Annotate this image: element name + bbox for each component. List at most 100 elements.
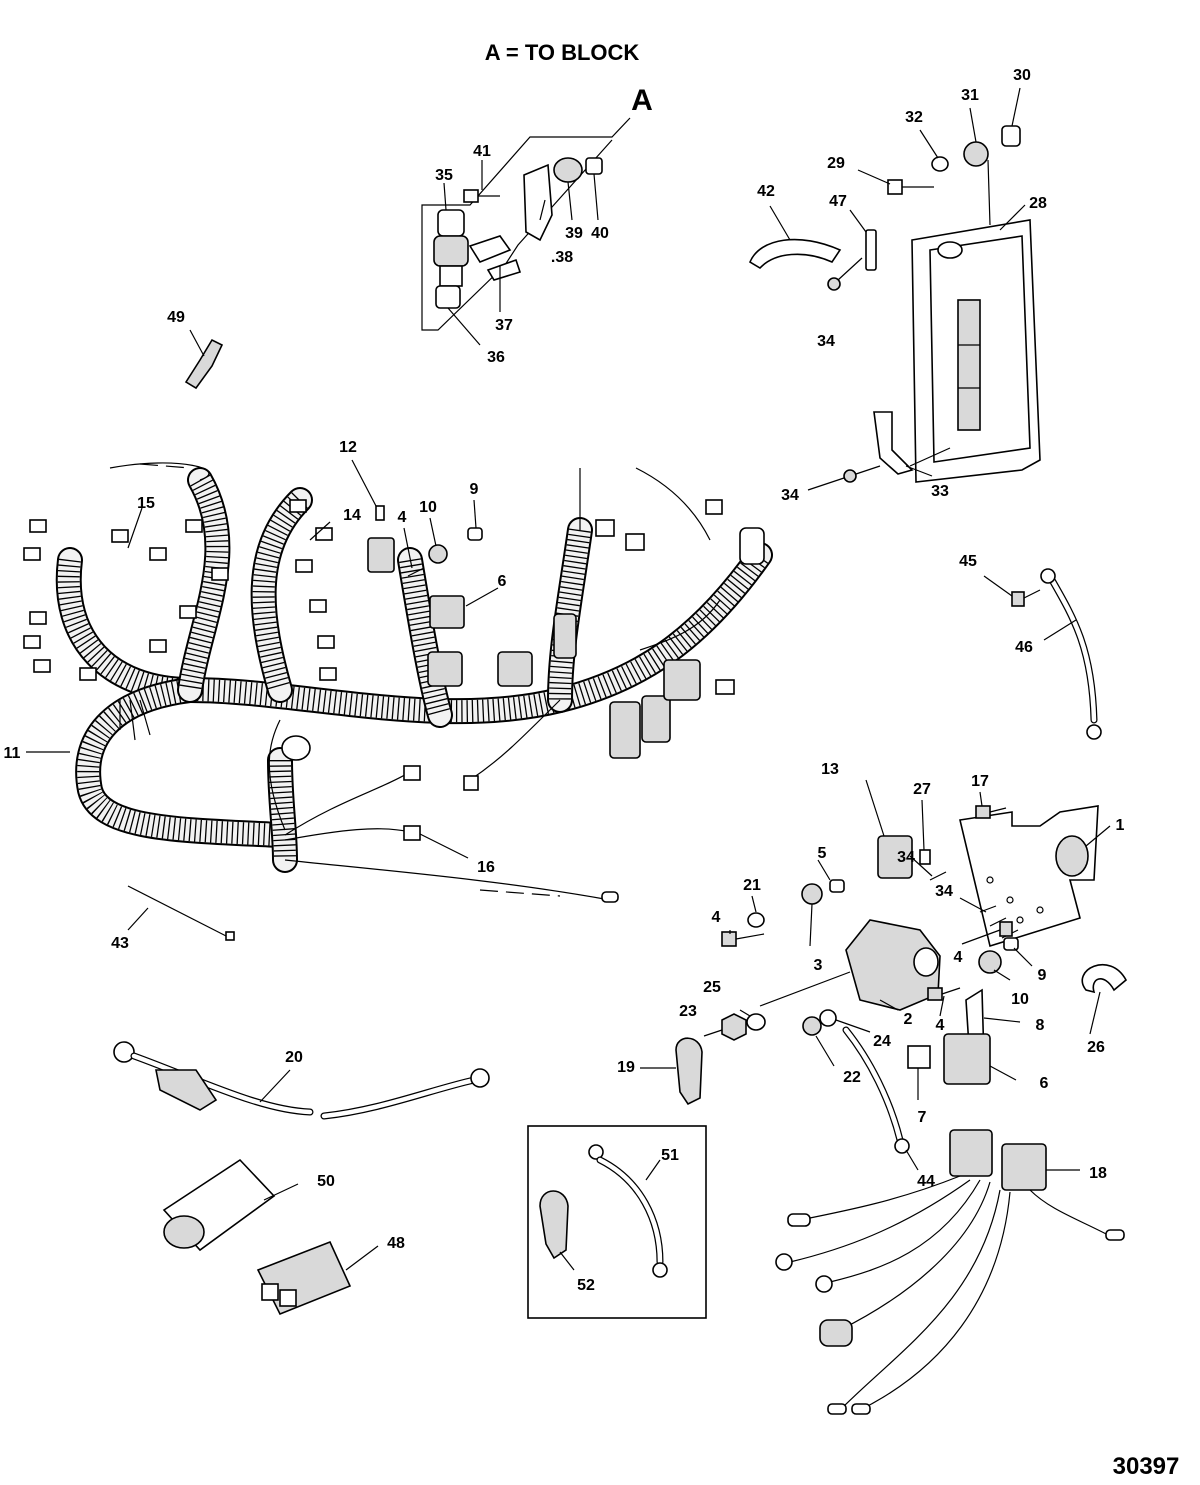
connector-48-body [256, 1240, 352, 1316]
nut-23 [721, 1013, 747, 1041]
bolt-4-left-head [721, 931, 737, 947]
callout-22: 22 [843, 1069, 861, 1086]
cable-20-eye-left [113, 1041, 135, 1063]
relay-13 [877, 835, 913, 879]
bracket-47 [865, 229, 877, 271]
callout-44: 44 [917, 1173, 935, 1190]
leader-4-upper [403, 527, 413, 569]
strap-46-eye-top [1040, 568, 1056, 584]
callout-34-d: 34 [935, 883, 953, 900]
sleeve-5 [829, 879, 845, 893]
callout-4-c: 4 [954, 949, 963, 966]
harness-left-branch-fill [179, 469, 229, 701]
sensor-nut [435, 285, 461, 309]
connector-mid-5 [317, 635, 335, 649]
callout-19: 19 [617, 1059, 635, 1076]
leader-22 [815, 1035, 835, 1067]
detail-a-outline [421, 117, 631, 331]
plate-hole-4 [1036, 906, 1044, 914]
terminal-18-g [1105, 1229, 1125, 1241]
callout-4-b: 4 [712, 909, 721, 926]
callout-26: 26 [1087, 1039, 1105, 1056]
callout-15: 15 [137, 495, 155, 512]
leader-9-lower [1013, 947, 1033, 967]
leader-10-lower [993, 969, 1011, 981]
diagram-title: A = TO BLOCK [485, 40, 640, 65]
detail-marker-a: A [631, 84, 653, 117]
screw-34-upper-head [827, 277, 841, 291]
sensor-cap [437, 209, 465, 237]
harness-connectors [23, 499, 765, 903]
leader-6-lower [989, 1065, 1017, 1081]
wire-18-a [799, 1175, 961, 1221]
connector-left-12 [149, 639, 167, 653]
connector-left-11 [179, 605, 197, 619]
cable-51-inner [597, 1157, 663, 1265]
callout-31: 31 [961, 87, 979, 104]
connector-left-9 [185, 519, 203, 533]
figure-number: 30397 [1113, 1453, 1180, 1480]
connector-18-right [1001, 1143, 1047, 1191]
leader-17 [979, 791, 983, 807]
callout-46: 46 [1015, 639, 1033, 656]
callout-24: 24 [873, 1033, 891, 1050]
callout-7: 7 [918, 1109, 927, 1126]
leader-36 [447, 307, 481, 346]
callout-30: 30 [1013, 67, 1031, 84]
bolt-45-shank [1023, 589, 1041, 599]
connector-block-3 [553, 613, 577, 659]
relay-6-lower-group [907, 1033, 1017, 1100]
wire-18-f [859, 1191, 1011, 1411]
connector-left-7 [111, 529, 129, 543]
wire-18-c [829, 1179, 981, 1283]
wire-lower-loop [268, 719, 286, 831]
screw-34-bracket-head [843, 469, 857, 483]
terminal-lower-end [601, 891, 619, 903]
leader-24 [835, 1019, 871, 1033]
cable-44-eye [894, 1138, 910, 1154]
washer-24 [819, 1009, 837, 1027]
leader-38 [539, 199, 546, 221]
leader-47 [849, 209, 867, 233]
leader-30 [1011, 87, 1021, 127]
fitting-49-body [184, 338, 224, 390]
clamp-37-lower [486, 258, 522, 281]
leader-1 [1085, 825, 1111, 847]
screw-4-lower-head [999, 921, 1013, 937]
boot-52 [539, 1190, 569, 1260]
leader-39 [567, 181, 573, 221]
leader-51 [645, 1159, 661, 1181]
leader-14 [309, 521, 331, 541]
leader-34-plate [909, 855, 933, 877]
harness-lower-loop-ribs [77, 679, 281, 846]
callout-35: 35 [435, 167, 453, 184]
connector-block-4 [609, 701, 641, 759]
connector-mid-2 [315, 527, 333, 541]
callout-23: 23 [679, 1003, 697, 1020]
connector-mid-3 [295, 559, 313, 573]
leader-26 [1089, 991, 1101, 1035]
harness-main-trunk-ribs [57, 548, 769, 723]
sleeve-40 [585, 157, 603, 175]
cable-20-eye-right [470, 1068, 490, 1088]
callout-labels: 41 35 39 40 .38 37 36 49 42 47 34 29 32 … [4, 67, 1125, 1294]
callout-34-c: 34 [897, 849, 915, 866]
callout-49: 49 [167, 309, 185, 326]
ring-terminal-lower [281, 735, 311, 761]
callout-27: 27 [913, 781, 931, 798]
leader-4-right [939, 995, 945, 1017]
leader-50 [263, 1183, 299, 1201]
detail-a-sensor-assembly [421, 117, 631, 346]
callout-6-a: 6 [498, 573, 507, 590]
wire-lower-long-dash [479, 889, 561, 897]
callout-10-a: 10 [419, 499, 437, 516]
plate-hole-1 [986, 876, 994, 884]
terminal-18-f [851, 1403, 871, 1415]
callout-48: 48 [387, 1235, 405, 1252]
leader-43 [127, 907, 149, 931]
bracket-38 [523, 163, 553, 242]
connector-lower-1 [403, 765, 421, 781]
callout-25: 25 [703, 979, 721, 996]
screw-34-bracket-shank [855, 465, 881, 475]
leader-20 [259, 1069, 291, 1103]
